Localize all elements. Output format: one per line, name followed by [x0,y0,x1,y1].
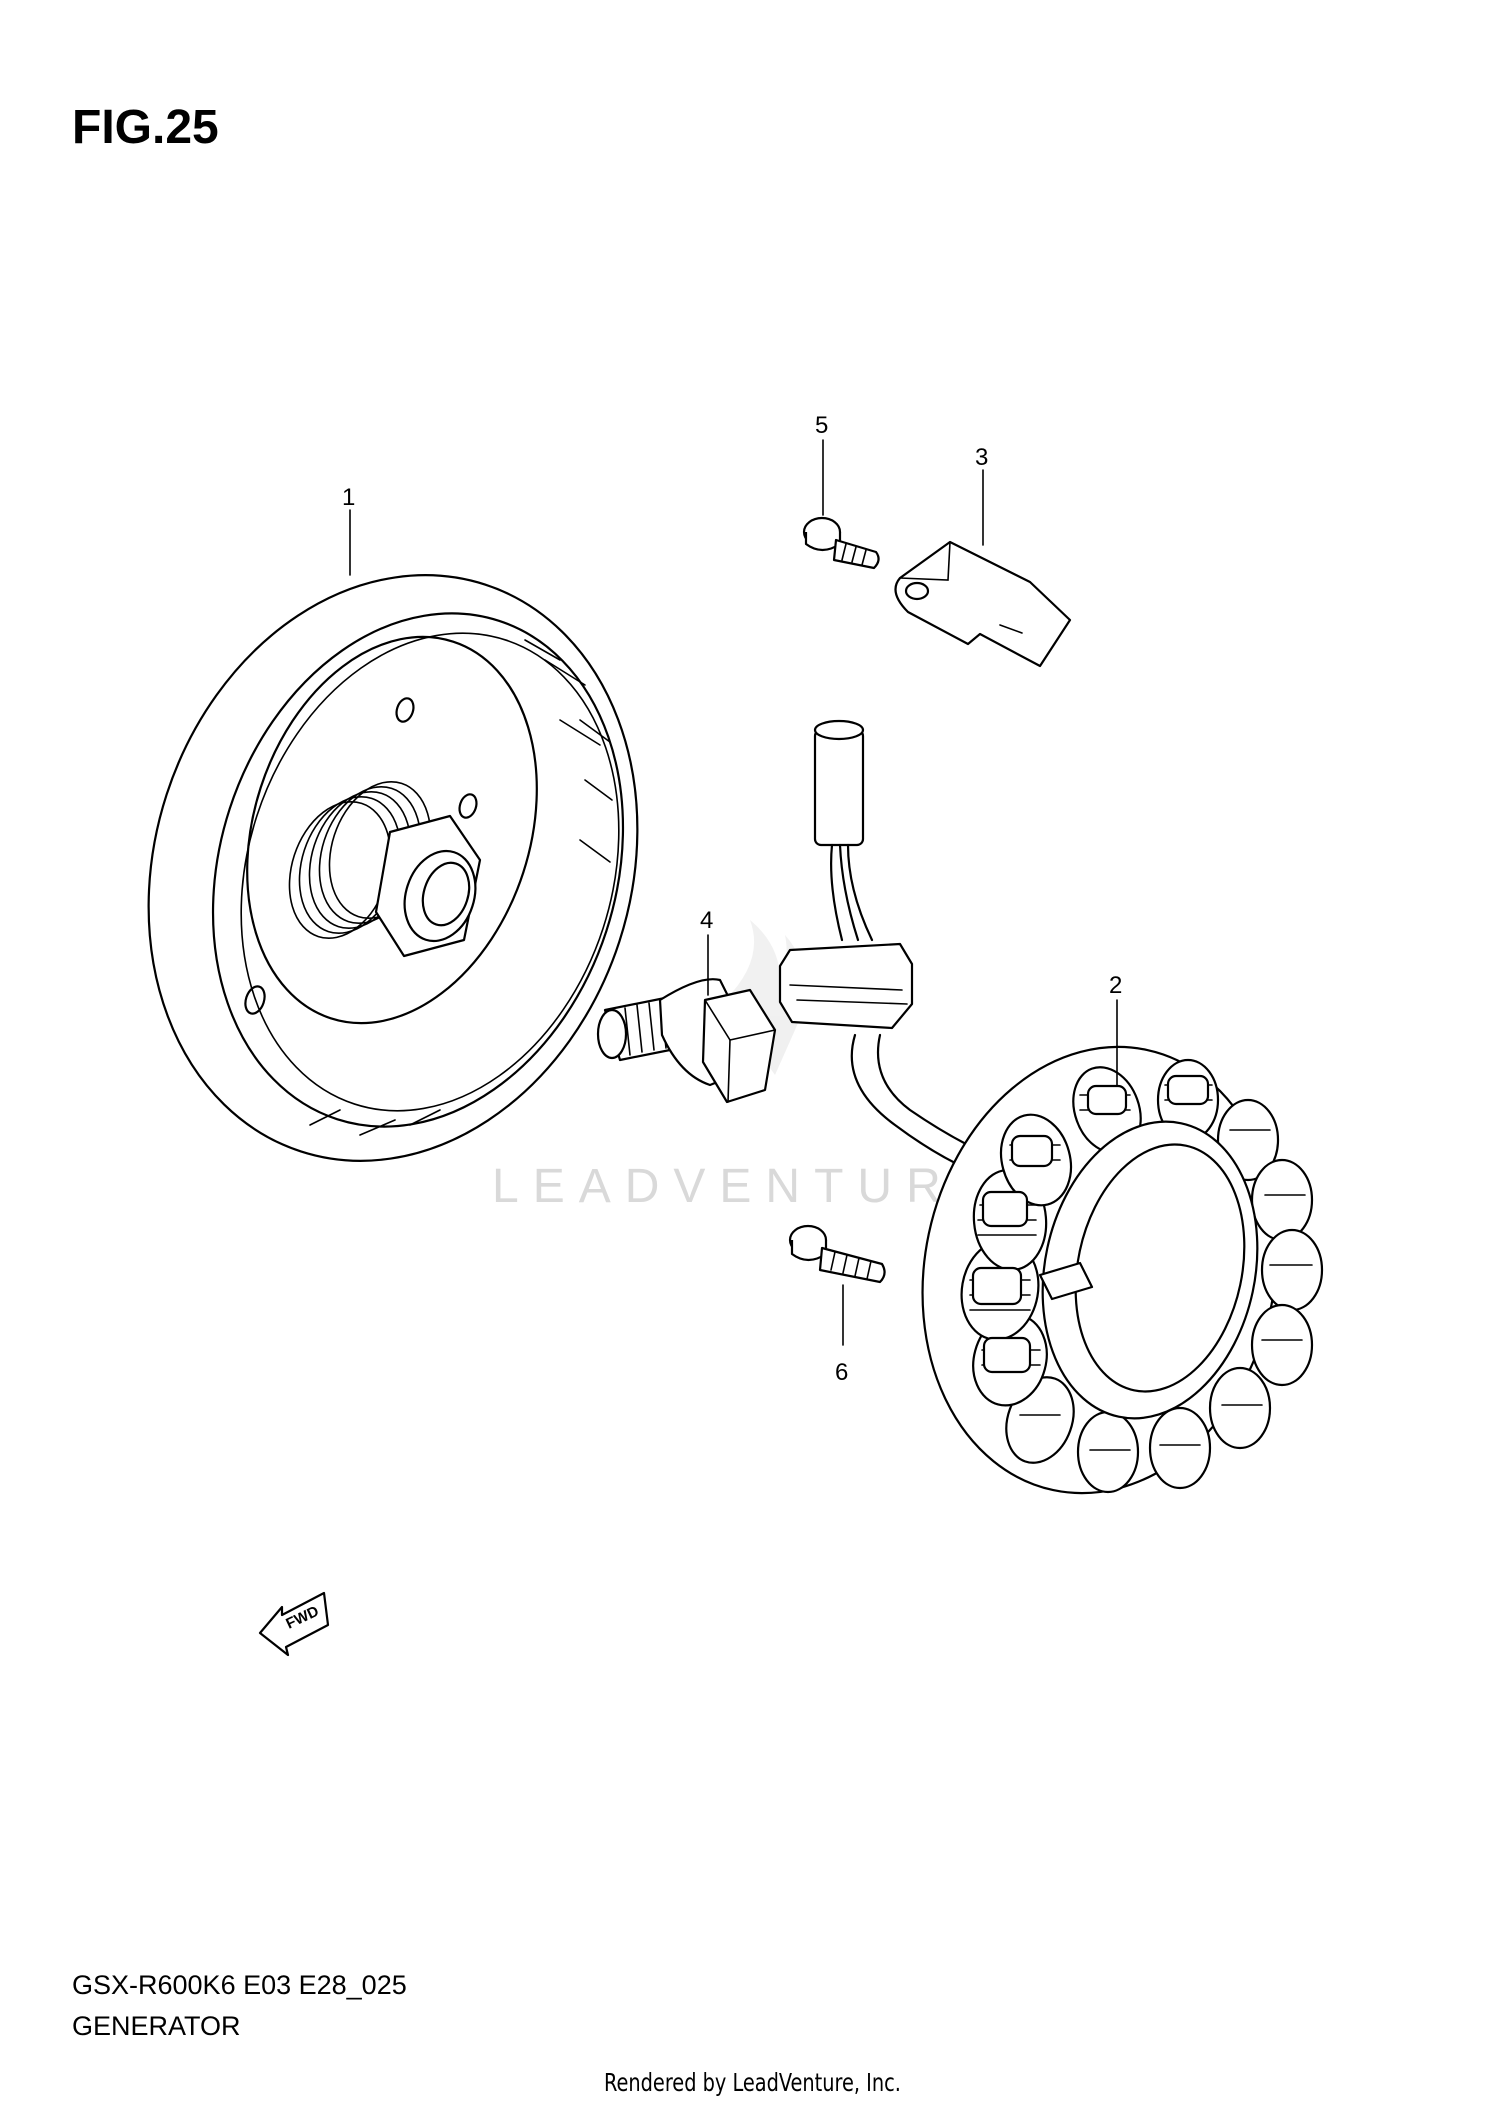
part-5-screw[interactable] [802,516,880,570]
figure-code: GSX-R600K6 E03 E28_025 [72,1970,407,2000]
callout-4[interactable]: 4 [700,907,713,934]
callout-3[interactable]: 3 [975,444,988,471]
callout-1[interactable]: 1 [342,484,355,511]
part-3-clamp[interactable] [894,540,1072,668]
part-6-screw[interactable] [788,1224,886,1284]
rendered-by-footer: Rendered by LeadVenture, Inc. [604,2068,901,2097]
figure-name: GENERATOR [72,2011,241,2041]
figure-title: FIG.25 [72,101,219,154]
callout-5[interactable]: 5 [815,412,828,439]
callout-6[interactable]: 6 [835,1359,848,1386]
part-1-rotor[interactable] [75,511,712,1225]
watermark-text: LEADVENTURE [492,1160,1001,1213]
part-4-bolt[interactable] [596,978,777,1104]
part-2-stator[interactable] [882,1014,1324,1527]
callout-2[interactable]: 2 [1109,972,1122,999]
fwd-arrow-icon: FWD [258,1591,330,1657]
